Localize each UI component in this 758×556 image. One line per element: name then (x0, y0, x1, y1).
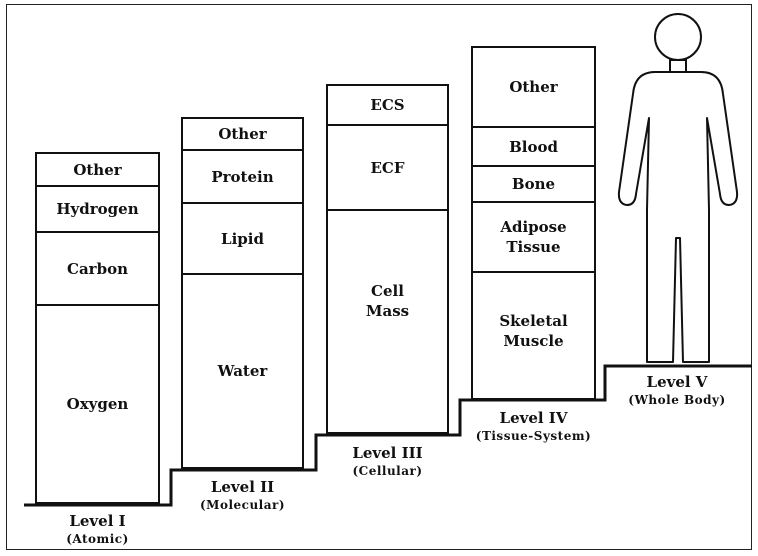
level-3-column: ECS ECF Cell Mass (326, 84, 449, 434)
level-2-title: Level II (210, 478, 275, 496)
human-body-icon (617, 13, 739, 363)
level-1-hydrogen: Hydrogen (37, 185, 158, 231)
level-4-blood: Blood (473, 126, 594, 165)
level-4-subtitle: (Tissue-System) (475, 429, 592, 443)
level-1-label: Level I (Atomic) (35, 512, 160, 548)
level-4-adipose-tissue: Adipose Tissue (473, 201, 594, 271)
level-4-title: Level IV (499, 409, 568, 427)
level-4-bone: Bone (473, 165, 594, 201)
level-2-lipid: Lipid (183, 202, 302, 273)
level-1-subtitle: (Atomic) (66, 532, 129, 546)
level-2-label: Level II (Molecular) (181, 478, 304, 514)
level-4-label: Level IV (Tissue-System) (461, 409, 606, 445)
level-1-column: Other Hydrogen Carbon Oxygen (35, 152, 160, 504)
level-3-cell-mass: Cell Mass (328, 209, 447, 432)
level-5-subtitle: (Whole Body) (628, 393, 726, 407)
level-4-other: Other (509, 78, 558, 96)
level-2-water: Water (183, 273, 302, 467)
level-2-protein: Protein (183, 149, 302, 202)
level-3-title: Level III (352, 444, 423, 462)
level-3-ecf: ECF (328, 124, 447, 209)
level-2-other: Other (218, 125, 267, 143)
level-3-subtitle: (Cellular) (352, 464, 423, 478)
level-1-other: Other (73, 160, 122, 179)
level-1-oxygen: Oxygen (37, 304, 158, 502)
level-1-title: Level I (69, 512, 126, 530)
level-3-ecs: ECS (370, 96, 405, 114)
level-3-label: Level III (Cellular) (326, 444, 449, 480)
level-1-carbon: Carbon (37, 231, 158, 304)
level-5-label: Level V (Whole Body) (612, 373, 742, 409)
level-2-column: Other Protein Lipid Water (181, 117, 304, 469)
level-4-skeletal-muscle: Skeletal Muscle (473, 271, 594, 398)
level-4-column: Other Blood Bone Adipose Tissue Skeletal… (471, 46, 596, 400)
figure-frame (6, 4, 752, 550)
level-5-title: Level V (646, 373, 708, 391)
level-2-subtitle: (Molecular) (199, 498, 286, 512)
